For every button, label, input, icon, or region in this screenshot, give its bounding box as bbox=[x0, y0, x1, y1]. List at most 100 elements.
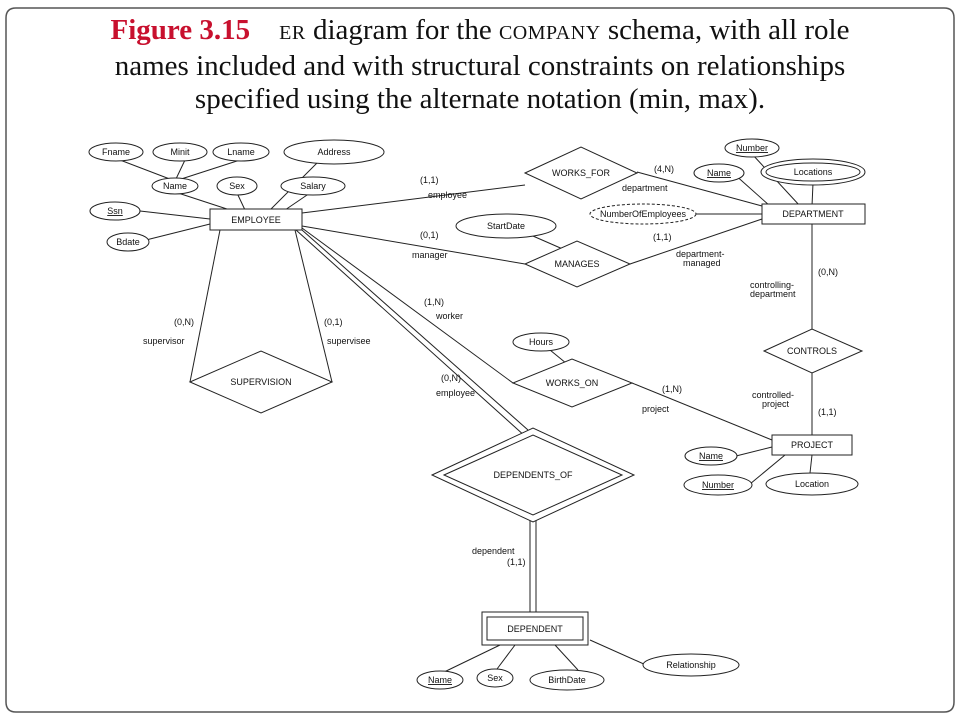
role-project: project bbox=[642, 404, 670, 414]
svg-text:Number: Number bbox=[702, 480, 734, 490]
attribute-proj-name-key: Name bbox=[684, 446, 738, 466]
attribute-minit: Minit bbox=[152, 142, 208, 162]
constraint-wf-dept: (4,N) bbox=[654, 164, 674, 174]
relationship-label: CONTROLS bbox=[787, 346, 837, 356]
constraint-wo-proj: (1,N) bbox=[662, 384, 682, 394]
attribute-bdate: Bdate bbox=[106, 232, 150, 252]
svg-text:Number: Number bbox=[736, 143, 768, 153]
svg-text:Ssn: Ssn bbox=[107, 206, 123, 216]
entity-employee: EMPLOYEE bbox=[209, 208, 303, 231]
attribute-lname: Lname bbox=[212, 142, 270, 162]
caption-line-3: specified using the alternate notation (… bbox=[194, 83, 766, 115]
constraint-labels: (1,1) (4,N) (0,1) (1,1) (1,N) (1,N) (0,N… bbox=[174, 164, 838, 567]
attribute-dep-sex: Sex bbox=[476, 668, 514, 688]
caption-company: COMPANY bbox=[498, 22, 601, 44]
svg-text:Name: Name bbox=[699, 451, 723, 461]
relationship-works-on: WORKS_ON bbox=[511, 358, 634, 408]
entity-dependent-weak: DEPENDENT bbox=[481, 611, 589, 646]
attribute-birthdate: BirthDate bbox=[529, 669, 605, 691]
constraint-mg-emp: (0,1) bbox=[420, 230, 439, 240]
constraint-ct-proj: (1,1) bbox=[818, 407, 837, 417]
role-worker: worker bbox=[435, 311, 463, 321]
relationship-manages: MANAGES bbox=[523, 240, 632, 288]
role-department: department bbox=[622, 183, 668, 193]
role-department-managed: managed bbox=[683, 258, 721, 268]
svg-text:BirthDate: BirthDate bbox=[548, 675, 586, 685]
attribute-sex: Sex bbox=[216, 176, 258, 196]
attribute-hours: Hours bbox=[512, 332, 570, 352]
caption-text: diagram for the bbox=[312, 14, 492, 46]
entity-label: DEPENDENT bbox=[507, 624, 563, 634]
svg-text:Minit: Minit bbox=[170, 147, 190, 157]
svg-text:Lname: Lname bbox=[227, 147, 255, 157]
constraint-sv-supervisee: (0,1) bbox=[324, 317, 343, 327]
svg-text:Salary: Salary bbox=[300, 181, 326, 191]
entity-label: EMPLOYEE bbox=[231, 215, 281, 225]
entity-label: PROJECT bbox=[791, 440, 834, 450]
constraint-wo-emp: (1,N) bbox=[424, 297, 444, 307]
caption-line-2: names included and with structural const… bbox=[114, 50, 846, 82]
role-manager: manager bbox=[412, 250, 448, 260]
constraint-sv-supervisor: (0,N) bbox=[174, 317, 194, 327]
svg-text:Name: Name bbox=[163, 181, 187, 191]
role-dependent: dependent bbox=[472, 546, 515, 556]
svg-text:Sex: Sex bbox=[229, 181, 245, 191]
svg-text:NumberOfEmployees: NumberOfEmployees bbox=[600, 209, 687, 219]
attribute-relationship: Relationship bbox=[642, 653, 740, 677]
svg-text:StartDate: StartDate bbox=[487, 221, 525, 231]
role-controlled-project: project bbox=[762, 399, 790, 409]
constraint-ct-dept: (0,N) bbox=[818, 267, 838, 277]
attribute-dept-number-key: Number bbox=[724, 138, 780, 158]
entity-project: PROJECT bbox=[771, 434, 853, 456]
relationship-dependents-of-identifying: DEPENDENTS_OF bbox=[430, 427, 636, 523]
svg-text:Relationship: Relationship bbox=[666, 660, 716, 670]
role-department-managed: department- bbox=[676, 249, 725, 259]
relationship-label: WORKS_ON bbox=[546, 378, 599, 388]
attribute-proj-location: Location bbox=[765, 472, 859, 496]
constraint-wf-emp: (1,1) bbox=[420, 175, 439, 185]
constraint-do-emp: (0,N) bbox=[441, 373, 461, 383]
role-employee-dependents: employee bbox=[436, 388, 475, 398]
role-supervisee: supervisee bbox=[327, 336, 371, 346]
figure-number: Figure 3.15 bbox=[110, 14, 251, 46]
svg-text:Locations: Locations bbox=[794, 167, 833, 177]
constraint-do-dep: (1,1) bbox=[507, 557, 526, 567]
attribute-locations-multivalued: Locations bbox=[760, 158, 866, 186]
svg-text:Hours: Hours bbox=[529, 337, 554, 347]
role-employee: employee bbox=[428, 190, 467, 200]
svg-text:Sex: Sex bbox=[487, 673, 503, 683]
role-labels: employee department manager department- … bbox=[143, 183, 796, 556]
figure-caption: Figure 3.15 ER diagram for the COMPANY s… bbox=[0, 14, 960, 116]
attribute-fname: Fname bbox=[88, 142, 144, 162]
role-controlled-project: controlled- bbox=[752, 390, 794, 400]
relationship-label: WORKS_FOR bbox=[552, 168, 611, 178]
relationship-controls: CONTROLS bbox=[762, 328, 864, 374]
attribute-dep-name-partial-key: Name bbox=[416, 670, 464, 690]
constraint-mg-dept: (1,1) bbox=[653, 232, 672, 242]
relationship-label: DEPENDENTS_OF bbox=[493, 470, 573, 480]
svg-text:Name: Name bbox=[428, 675, 452, 685]
attribute-salary: Salary bbox=[280, 176, 346, 196]
attribute-ssn-key: Ssn bbox=[89, 201, 141, 221]
attribute-startdate: StartDate bbox=[455, 213, 557, 239]
caption-er: ER bbox=[279, 22, 306, 44]
attribute-dept-name-key: Name bbox=[693, 163, 745, 183]
svg-text:Bdate: Bdate bbox=[116, 237, 140, 247]
relationship-works-for: WORKS_FOR bbox=[523, 146, 639, 200]
svg-text:Address: Address bbox=[317, 147, 351, 157]
role-controlling-department: department bbox=[750, 289, 796, 299]
relationship-label: MANAGES bbox=[554, 259, 599, 269]
relationship-supervision: SUPERVISION bbox=[188, 350, 334, 414]
entity-label: DEPARTMENT bbox=[782, 209, 844, 219]
svg-text:Fname: Fname bbox=[102, 147, 130, 157]
role-controlling-department: controlling- bbox=[750, 280, 794, 290]
attribute-name-composite: Name bbox=[151, 177, 199, 195]
connector-lines bbox=[119, 153, 814, 675]
entity-department: DEPARTMENT bbox=[761, 203, 866, 225]
svg-text:Name: Name bbox=[707, 168, 731, 178]
svg-text:Location: Location bbox=[795, 479, 829, 489]
attribute-numberofemployees-derived: NumberOfEmployees bbox=[589, 203, 697, 225]
caption-text: schema, with all role bbox=[607, 14, 850, 46]
